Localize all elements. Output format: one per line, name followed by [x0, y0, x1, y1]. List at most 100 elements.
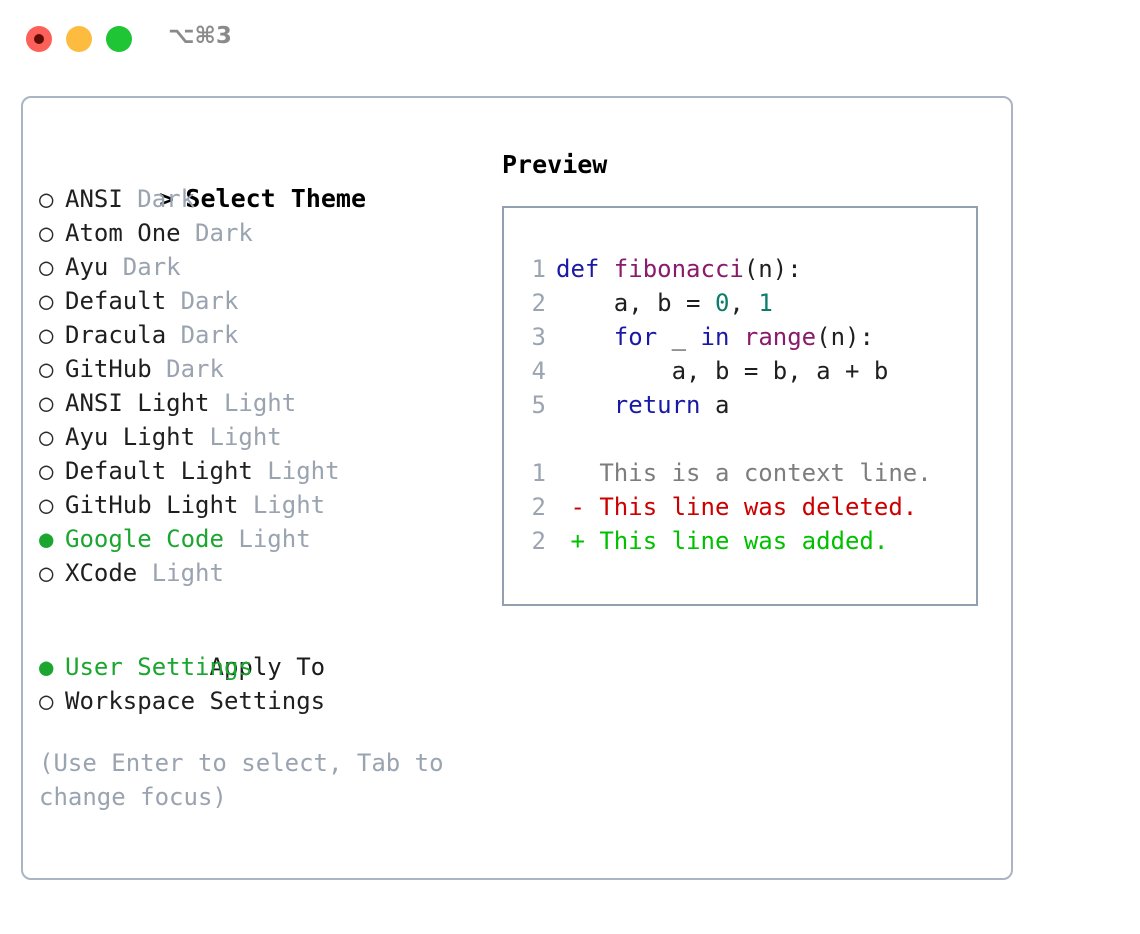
code-token: 1 [758, 289, 773, 317]
select-theme-header: > Select Theme [39, 148, 499, 213]
theme-variant-badge: Light [223, 525, 311, 553]
diff-sample: 1 This is a context line.2 - This line w… [504, 456, 976, 558]
theme-list-item[interactable]: ○Default Light Light [39, 454, 499, 488]
theme-picker-column: >Select Theme ○ANSI Dark○Atom One Dark○A… [39, 148, 499, 814]
theme-variant-badge: Light [252, 457, 340, 485]
theme-list-item[interactable]: ○ Ayu Dark [39, 250, 499, 284]
close-window-button[interactable] [26, 26, 52, 52]
radio-unselected-icon: ○ [39, 219, 54, 247]
diff-line-text: + This line was added. [556, 527, 889, 555]
code-token: range [743, 323, 817, 351]
diff-line-text: - This line was deleted. [556, 493, 918, 521]
radio-selected-icon: ● [39, 653, 54, 681]
apply-to-label: Apply To [209, 653, 326, 681]
theme-list-item[interactable]: ○ GitHub Light Light [39, 488, 499, 522]
keyboard-shortcut-label: ⌥⌘3 [168, 23, 232, 49]
minimize-window-button[interactable] [66, 26, 92, 52]
line-number: 1 [531, 255, 546, 283]
radio-unselected-icon: ○ [39, 491, 54, 519]
theme-variant-badge: Dark [122, 185, 196, 213]
theme-name: ANSI [65, 185, 123, 213]
theme-list-item[interactable]: ○ Dracula Dark [39, 318, 499, 352]
theme-name: Atom One [65, 219, 181, 247]
code-token: _ [657, 323, 701, 351]
preview-title: Preview [502, 150, 608, 179]
apply-to-option[interactable]: ● User Settings [39, 650, 499, 684]
diff-line: 2 - This line was deleted. [504, 490, 976, 524]
theme-name: Ayu Light [65, 423, 196, 451]
theme-name: Dracula [65, 321, 167, 349]
apply-to-block: Apply To ● User Settings ○Workspace Settin… [39, 616, 499, 718]
theme-variant-badge: Light [209, 389, 297, 417]
line-number: 5 [531, 391, 546, 419]
radio-unselected-icon: ○ [39, 185, 54, 213]
theme-variant-badge: Dark [151, 355, 224, 383]
theme-list-item[interactable]: ○ GitHub Dark [39, 352, 499, 386]
line-number: 2 [531, 493, 546, 521]
theme-variant-badge: Light [195, 423, 282, 451]
code-token: a [700, 391, 730, 419]
code-token: in [700, 323, 730, 351]
theme-list-item[interactable]: ○ Ayu Light Light [39, 420, 499, 454]
theme-list-item[interactable]: ○ ANSI Dark [39, 182, 499, 216]
code-line-text: return a [546, 391, 730, 419]
code-line: 5 return a [504, 388, 976, 422]
code-token: (n): [816, 323, 874, 351]
theme-list: ○ ANSI Dark ○ Atom One Dark ○ Ayu Dark ○Defaul… [39, 182, 499, 590]
line-number: 3 [531, 323, 546, 351]
code-token [556, 391, 614, 419]
theme-variant-badge: Dark [108, 253, 181, 281]
theme-list-item[interactable]: ○ANSI Light Light [39, 386, 499, 420]
apply-to-option-label: User Settings [65, 653, 253, 681]
theme-name: GitHub [65, 355, 152, 383]
theme-name: Ayu [65, 253, 109, 281]
apply-to-option[interactable]: ○Workspace Settings [39, 684, 499, 718]
code-token [556, 323, 614, 351]
theme-variant-badge: Light [137, 559, 224, 587]
code-line-text: a, b = b, a + b [546, 357, 889, 385]
theme-name: GitHub Light [65, 491, 239, 519]
radio-unselected-icon: ○ [39, 457, 54, 485]
code-token: (n): [743, 255, 802, 283]
hint-text: (Use Enter to select, Tab to change focu… [39, 749, 459, 811]
line-number: 4 [531, 357, 546, 385]
theme-variant-badge: Dark [166, 321, 239, 349]
code-token [729, 323, 743, 351]
radio-unselected-icon: ○ [39, 687, 54, 715]
code-token: 0 [714, 289, 730, 317]
theme-list-item[interactable]: ○ Atom One Dark [39, 216, 499, 250]
radio-unselected-icon: ○ [39, 321, 54, 349]
theme-list-item[interactable]: ● Google Code Light [39, 522, 499, 556]
code-token: , [729, 289, 759, 317]
line-number: 1 [531, 459, 546, 487]
radio-unselected-icon: ○ [39, 253, 54, 281]
theme-name: ANSI Light [65, 389, 210, 417]
line-number: 2 [531, 527, 546, 555]
main-panel: >Select Theme ○ANSI Dark○Atom One Dark○A… [21, 96, 1013, 880]
diff-line: 1 This is a context line. [504, 456, 976, 490]
radio-selected-icon: ● [39, 525, 54, 553]
diff-line-text: This is a context line. [556, 459, 932, 487]
radio-unselected-icon: ○ [39, 423, 54, 451]
prompt-caret-icon: > [159, 185, 174, 213]
theme-variant-badge: Light [238, 491, 326, 519]
code-token: for [613, 323, 658, 351]
radio-unselected-icon: ○ [39, 355, 54, 383]
apply-to-list: ● User Settings ○Workspace Settings [39, 650, 499, 718]
theme-variant-badge: Dark [180, 219, 253, 247]
theme-name: XCode [65, 559, 138, 587]
theme-list-item[interactable]: ○XCode Light [39, 556, 499, 590]
code-line: 2 a, b = 0, 1 [504, 286, 976, 320]
radio-unselected-icon: ○ [39, 287, 54, 315]
zoom-window-button[interactable] [106, 26, 132, 52]
page-title: Select Theme [185, 184, 367, 213]
code-token: a, b = [556, 289, 715, 317]
code-line-text: for _ in range(n): [546, 323, 874, 351]
title-bar: ⌥⌘3 [0, 0, 1140, 78]
code-token: a, b = b, a + b [556, 357, 889, 385]
theme-name: Google Code [65, 525, 224, 553]
theme-list-item[interactable]: ○Default Dark [39, 284, 499, 318]
